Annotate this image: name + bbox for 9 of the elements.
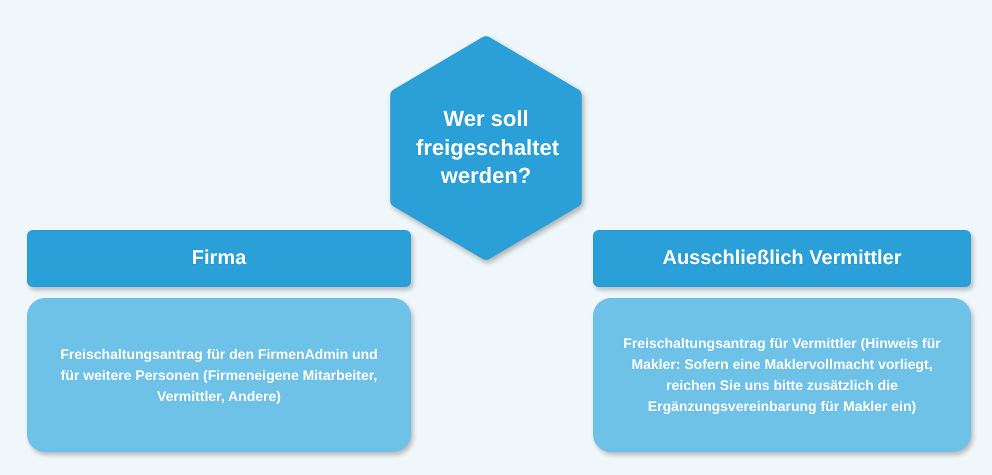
content-card — [27, 298, 411, 452]
header-label: Ausschließlich Vermittler — [662, 247, 902, 270]
header-label: Firma — [192, 247, 246, 270]
card-text: Freischaltungsantrag für Vermittler (Hinweis für Makler: Sofern eine Maklervollmacht vorliegt, reichen Sie uns bitte zusätzlich die Ergänzungsvereinbarung für Makler ein) — [622, 334, 942, 416]
header-bar — [593, 230, 971, 287]
card-text: Freischaltungsantrag für den FirmenAdmin und für weitere Personen (Firmeneigene Mitarbeiter, Vermittler, Andere) — [59, 344, 379, 406]
content-card — [593, 298, 971, 452]
hexagon-node — [390, 36, 582, 260]
header-bar — [27, 230, 411, 287]
